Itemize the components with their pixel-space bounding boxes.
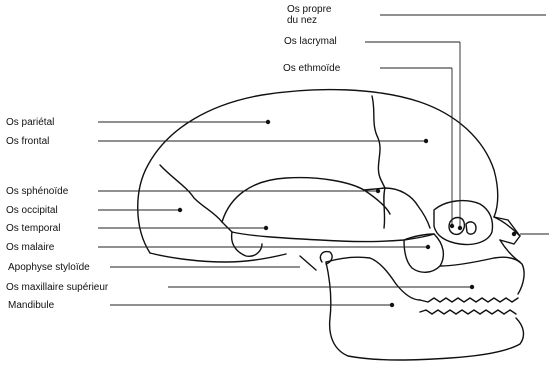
nasal-bone [494, 217, 520, 244]
label-mandibule: Mandibule [8, 300, 54, 311]
label-os-propre-nez-line2: du nez [287, 15, 317, 26]
label-os-sphenoide: Os sphénoïde [6, 186, 68, 197]
label-os-maxillaire-superieur: Os maxillaire supérieur [6, 282, 108, 293]
sphenoid-inner [384, 188, 385, 228]
ethmoid-shape [466, 222, 476, 234]
dot-sphenoide [376, 189, 380, 193]
styloid-process [300, 256, 316, 270]
orbit [434, 201, 493, 245]
label-os-frontal: Os frontal [6, 136, 49, 147]
occipital-base [150, 253, 286, 262]
coronal-suture [372, 96, 385, 188]
cranium-outline [138, 90, 498, 253]
label-os-occipital: Os occipital [6, 205, 58, 216]
label-apophyse-styloide: Apophyse styloïde [8, 262, 90, 273]
dot-ethmoide [450, 224, 454, 228]
sphenoid-outline [364, 188, 430, 228]
mandible-ramus [326, 257, 420, 300]
temporal-squama [222, 178, 390, 222]
maxilla-outline [440, 257, 524, 294]
label-os-parietal: Os pariétal [6, 117, 54, 128]
dot-malaire [426, 245, 430, 249]
label-os-malaire: Os malaire [6, 242, 54, 253]
dot-maxillaire [470, 285, 474, 289]
lower-teeth [420, 310, 516, 314]
dot-frontal [424, 139, 428, 143]
dot-parietal [266, 120, 270, 124]
label-os-temporal: Os temporal [6, 223, 60, 234]
dot-mandibule [390, 303, 394, 307]
dot-nasal [512, 232, 516, 236]
dot-temporal [264, 226, 268, 230]
lambdoid-suture [160, 165, 232, 232]
upper-teeth [420, 298, 518, 302]
label-os-propre-nez-line1: Os propre [287, 4, 331, 15]
label-os-lacrymal: Os lacrymal [284, 36, 337, 47]
label-os-ethmoide: Os ethmoïde [283, 63, 340, 74]
dot-lacrymal [458, 226, 462, 230]
dot-occipital [178, 208, 182, 212]
